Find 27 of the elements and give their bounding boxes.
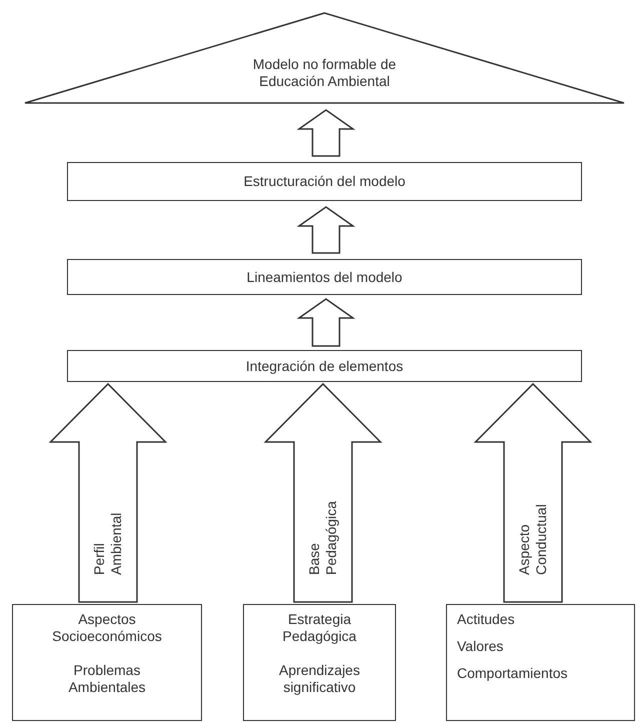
roof-triangle [24, 12, 625, 104]
source-box [446, 604, 635, 721]
block-arrow [296, 109, 356, 157]
process-box [67, 259, 582, 295]
edge-label: Perfil Ambiental [91, 512, 125, 575]
block-arrow [474, 382, 592, 603]
edge-label: Base Pedagógica [306, 500, 340, 575]
node-text: Aspectos Socioeconómicos [51, 611, 163, 645]
block-arrow [296, 298, 356, 347]
node-text: Estrategia Pedagógica [282, 611, 358, 645]
node-text: Actitudes [457, 611, 515, 628]
node-text: Estructuración del modelo [244, 173, 406, 190]
block-arrow [264, 382, 382, 603]
source-box [12, 604, 202, 721]
process-box [67, 162, 582, 201]
node-text: Aprendizajes significativo [278, 662, 361, 696]
node-text: Integración de elementos [246, 358, 404, 374]
node-text: Modelo no formable de Educación Ambiental [252, 56, 398, 90]
node-text: Valores [457, 638, 504, 655]
source-box [243, 604, 396, 721]
block-arrow [296, 206, 356, 254]
node-text: Lineamientos del modelo [246, 268, 402, 286]
block-arrow [48, 382, 168, 603]
node-text: Problemas Ambientales [67, 662, 147, 696]
node-text: Comportamientos [457, 665, 568, 682]
process-box [67, 350, 582, 382]
edge-label: Aspecto Conductual [516, 503, 550, 575]
